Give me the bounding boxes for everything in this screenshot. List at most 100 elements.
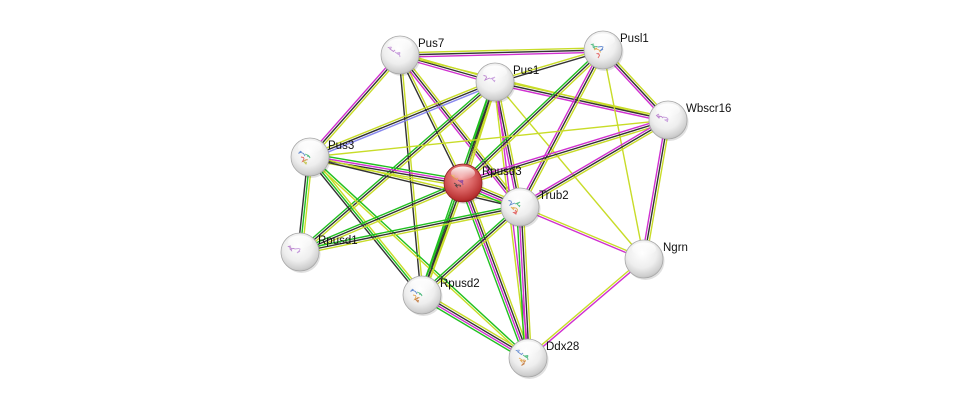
node-highlight [298,140,322,154]
edge-line-coexpression [309,157,520,209]
edge-line-databases [299,204,520,251]
edge-pus7-wbscr16[interactable] [399,54,669,121]
edge-pusl1-rpusd3[interactable] [461,47,605,186]
edge-rpusd3-ddx28[interactable] [459,181,532,360]
edge-wbscr16-trub2[interactable] [518,117,670,210]
edge-rpusd3-rpusd2[interactable] [419,182,466,296]
node-trub2[interactable]: Trub2 [500,187,569,228]
edge-trub2-ddx28[interactable] [516,206,532,359]
edge-line-coexpression [643,119,669,260]
edge-line-coexpression [309,54,401,158]
edge-line-coexpression [463,182,530,358]
edge-line-textmining [300,208,521,255]
edge-line-textmining [310,155,521,207]
edge-pus7-pus3[interactable] [307,53,403,159]
node-rpusd2[interactable]: Rpusd2 [402,275,480,316]
edge-trub2-rpusd2[interactable] [420,204,522,298]
edge-trub2-ngrn[interactable] [519,205,645,261]
edge-rpusd2-ddx28[interactable] [419,291,531,362]
edge-line-textmining [309,119,669,158]
edge-line-coexpression [462,49,604,184]
edge-line-coexpression [299,182,464,253]
edge-pus1-ngrn[interactable] [494,81,645,260]
edge-line-coexpression [462,119,669,184]
edge-line-textmining [399,47,603,54]
edge-line-textmining [423,183,466,296]
edge-line-databases [516,207,526,359]
node-highlight [410,278,434,292]
node-label: Pus1 [513,65,539,77]
edge-pusl1-ngrn[interactable] [602,49,645,260]
edge-line-databases [419,297,527,362]
node-wbscr16[interactable]: Wbscr16 [648,100,731,141]
edge-line-textmining [308,79,495,156]
edge-line-databases [298,180,463,251]
edge-line-textmining [401,53,523,207]
edge-line-coexpression [520,206,530,358]
edge-pus7-pusl1[interactable] [399,47,604,58]
edge-line-textmining [300,184,465,255]
edge-pus1-pus3[interactable] [308,79,497,160]
edge-wbscr16-pus3[interactable] [309,119,669,158]
edge-line-textmining [522,206,532,358]
node-label: Rpusd3 [482,166,522,178]
node-rpusd3[interactable]: Rpusd3 [443,163,522,204]
edge-line-coexpression [421,206,521,296]
edge-line-experiments [519,207,644,261]
edge-line-experiments [310,155,464,183]
edge-line-textmining [602,49,645,260]
edge-line-databases [298,79,495,251]
edge-line-textmining [399,54,669,121]
node-label: Pusl1 [620,33,649,45]
edge-rpusd3-rpusd1[interactable] [298,180,465,255]
node-rpusd1[interactable]: Rpusd1 [280,232,358,273]
edge-line-experiments [462,117,668,182]
edge-line-coexpression [421,182,464,296]
node-pus3[interactable]: Pus3 [290,137,354,178]
edge-pusl1-trub2[interactable] [517,48,606,209]
node-ddx28[interactable]: Ddx28 [508,338,579,379]
edge-line-textmining [400,54,465,183]
edge-pus3-ddx28[interactable] [308,155,530,360]
edge-line-coexpression [398,55,463,184]
edge-line-databases [461,47,602,182]
edge-line-textmining [308,157,528,360]
edge-line-textmining [496,81,523,207]
node-highlight [508,190,532,204]
edge-wbscr16-ngrn[interactable] [641,119,671,260]
node-highlight [388,38,412,52]
edge-line-homology [310,83,497,160]
edge-line-experiments [307,53,399,157]
node-pus7[interactable]: Pus7 [380,35,444,76]
edge-line-textmining [526,257,644,358]
edge-line-textmining [465,181,532,358]
edge-line-coexpression [399,49,604,56]
edge-line-experiments [641,119,667,259]
protein-structure-icon [590,43,604,59]
node-highlight [656,103,680,117]
edge-line-coexpression [309,81,496,158]
edge-line-coexpression [399,54,521,208]
edge-line-textmining [311,155,425,295]
edge-pus7-rpusd3[interactable] [398,54,465,184]
edge-line-experiments [517,48,602,207]
edge-line-experiments [461,183,528,359]
node-ngrn[interactable]: Ngrn [624,239,688,280]
edge-line-textmining [423,291,531,356]
node-pus1[interactable]: Pus1 [475,62,539,103]
edge-ddx28-ngrn[interactable] [526,257,646,360]
edge-pus1-wbscr16[interactable] [494,79,669,123]
edge-line-databases [310,153,464,181]
edge-trub2-rpusd1[interactable] [299,204,521,255]
edge-wbscr16-rpusd3[interactable] [462,117,669,186]
node-pusl1[interactable]: Pusl1 [583,30,649,71]
edge-line-textmining [520,205,645,259]
edge-line-textmining [311,55,403,159]
edge-line-coexpression [519,119,669,208]
node-highlight [288,235,312,249]
edge-line-experiments [421,295,528,360]
edge-pus3-trub2[interactable] [309,155,521,209]
node-highlight [516,341,540,355]
node-highlight [632,242,656,256]
edge-pus7-trub2[interactable] [397,53,523,209]
